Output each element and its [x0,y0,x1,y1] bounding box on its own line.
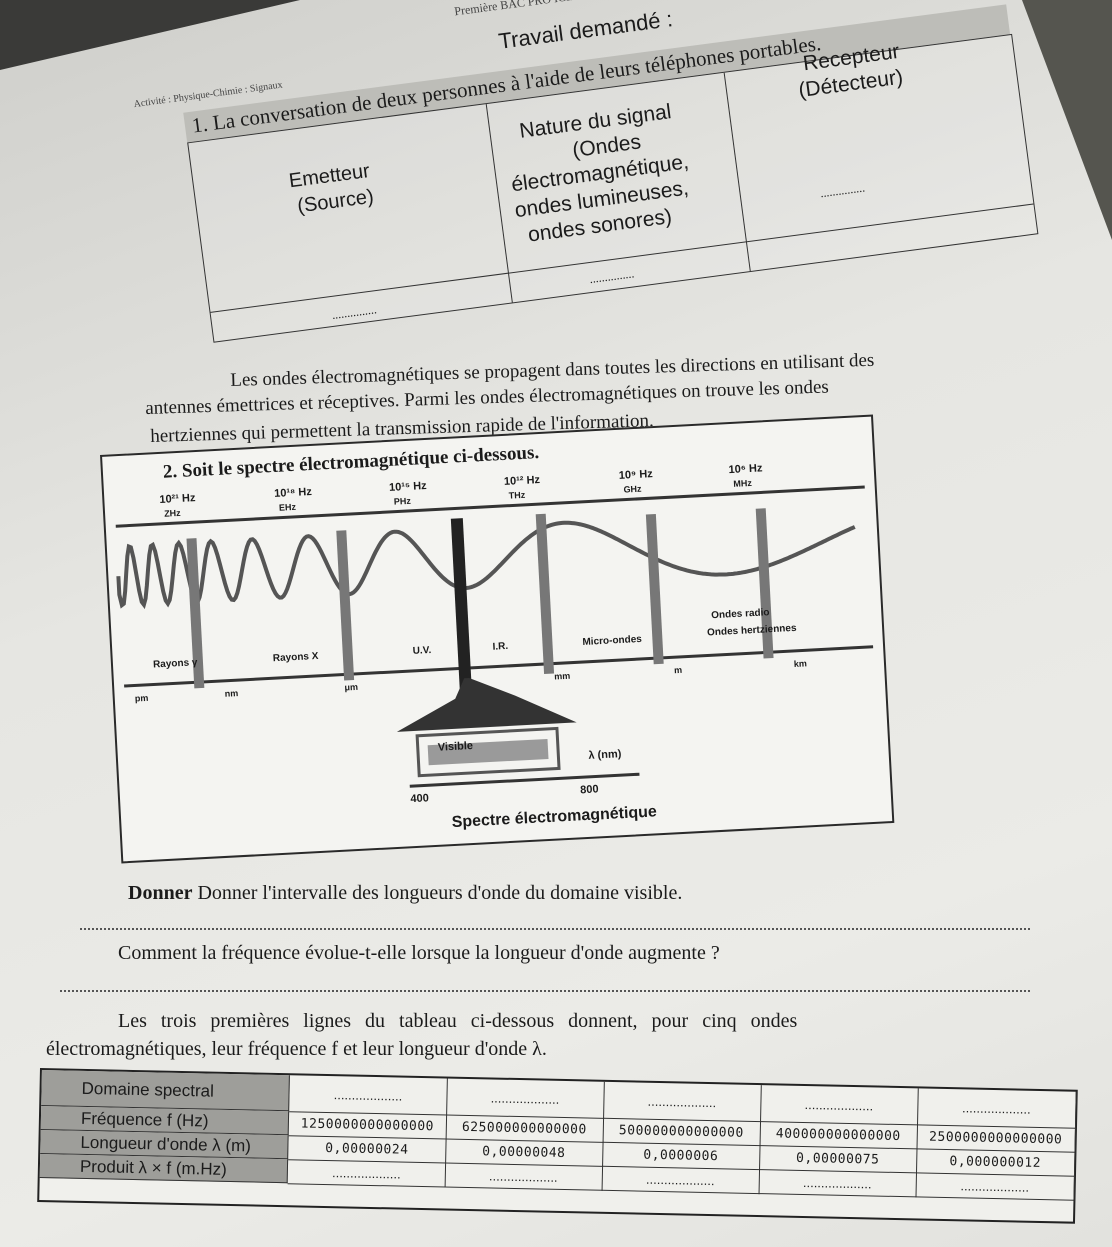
wavelength-label: pm [134,692,149,704]
domain-answer-cell[interactable]: ................... [760,1085,919,1126]
boundary-radio [755,508,774,659]
table-row-label: Produit λ × f (m.Hz) [39,1154,289,1184]
blank-receiver: ............... [819,180,866,201]
boundary-micro [645,513,664,665]
question-visible-interval: Donner Donner l'intervalle des longueurs… [128,882,682,905]
visible-label: Visible [437,739,474,754]
domain-answer-cell[interactable]: ................... [289,1075,448,1116]
answer-line-1[interactable] [80,928,1030,930]
background-corner [0,0,300,70]
frequency-unit: GHz [623,483,642,495]
product-answer-cell[interactable]: ................... [758,1169,918,1198]
frequency-unit: MHz [733,477,753,489]
wave-curve [116,520,856,610]
boundary-gamma-x [186,538,205,689]
wavelength-label: km [793,658,808,669]
frequency-unit: THz [508,489,526,501]
question-frequency: Comment la fréquence évolue-t-elle lorsq… [118,942,720,964]
question-table-line-2: électromagnétiques, leur fréquence f et … [46,1038,547,1060]
domain-answer-cell[interactable]: ................... [446,1078,605,1119]
product-answer-cell[interactable]: ................... [601,1165,761,1195]
frequency-label: 10¹⁸ Hz [273,485,313,500]
domain-answer-cell[interactable]: ................... [603,1081,762,1123]
boundary-ir [535,513,555,675]
visible-band [427,738,549,766]
domain-label: I.R. [492,640,509,653]
product-answer-cell[interactable]: ................... [915,1172,1075,1201]
visible-marker-left [450,518,472,689]
wave-data-table: Domaine spectral........................… [37,1068,1078,1224]
frequency-unit: PHz [393,495,412,507]
blank-signal: ............... [588,266,635,287]
visible-axis [409,772,640,788]
visible-max: 800 [579,783,599,797]
question-table-line-1: Les trois premières lignes du tableau ci… [118,1010,798,1032]
visible-prism [396,677,577,732]
wavelength-label: mm [553,670,571,682]
wavelength-axis [124,645,874,688]
spectrum-diagram [115,485,874,788]
visible-min: 400 [410,792,430,806]
background-corner-right [1022,0,1112,240]
wavelength-label: nm [224,688,239,699]
work-heading: Travail demandé : [497,6,675,54]
domain-answer-cell[interactable]: ................... [916,1088,1077,1129]
spectrum-figure: 2. Soit le spectre électromagnétique ci-… [100,414,895,864]
domain-label: Rayons γ [152,657,198,671]
table-row-label: Domaine spectral [41,1070,290,1112]
wavelength-label: μm [344,681,359,693]
frequency-label: 10¹² Hz [503,474,541,488]
frequency-label: 10²¹ Hz [159,492,196,506]
question-visible-text: Donner l'intervalle des longueurs d'onde… [197,882,683,904]
frequency-label: 10⁶ Hz [728,462,763,477]
visible-zoom-box [415,726,561,778]
frequency-label: 10¹⁵ Hz [388,479,427,494]
product-answer-cell[interactable]: ................... [287,1159,447,1188]
frequency-unit: ZHz [163,507,181,519]
blank-source: ............... [331,302,378,322]
boundary-x-uv [336,530,355,681]
product-answer-cell[interactable]: ................... [444,1162,604,1191]
frequency-axis [115,485,865,528]
frequency-unit: EHz [278,501,297,513]
frequency-label: 10⁹ Hz [618,468,654,482]
answer-line-2[interactable] [60,990,1030,992]
donner-keyword: Donner [128,882,193,904]
domain-label: U.V. [412,644,432,657]
visible-unit: λ (nm) [588,748,622,762]
wavelength-label: m [673,664,683,676]
